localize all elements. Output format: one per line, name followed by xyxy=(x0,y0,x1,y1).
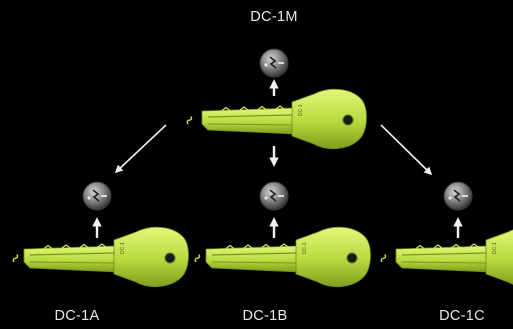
a-key-icon xyxy=(23,226,190,288)
right-diagonal-arrow xyxy=(380,124,433,176)
c-cylinder-icon xyxy=(443,181,473,211)
left-diagonal-arrow xyxy=(114,124,167,174)
b-cylinder-icon xyxy=(259,181,289,211)
c-key-icon xyxy=(395,226,513,288)
key-b-label: DC-1B xyxy=(242,308,288,324)
a-squiggle-icon xyxy=(11,253,19,264)
b-key-icon xyxy=(205,226,372,288)
key-a-label: DC-1A xyxy=(54,308,100,324)
c-squiggle-icon xyxy=(379,253,387,264)
master-key-icon xyxy=(201,88,368,150)
a-cylinder-icon xyxy=(82,181,112,211)
master-cylinder-icon xyxy=(259,48,289,78)
master-squiggle-icon xyxy=(185,115,193,126)
b-squiggle-icon xyxy=(193,253,201,264)
master-key-label: DC-1M xyxy=(250,9,298,25)
key-c-label: DC-1C xyxy=(439,308,485,324)
